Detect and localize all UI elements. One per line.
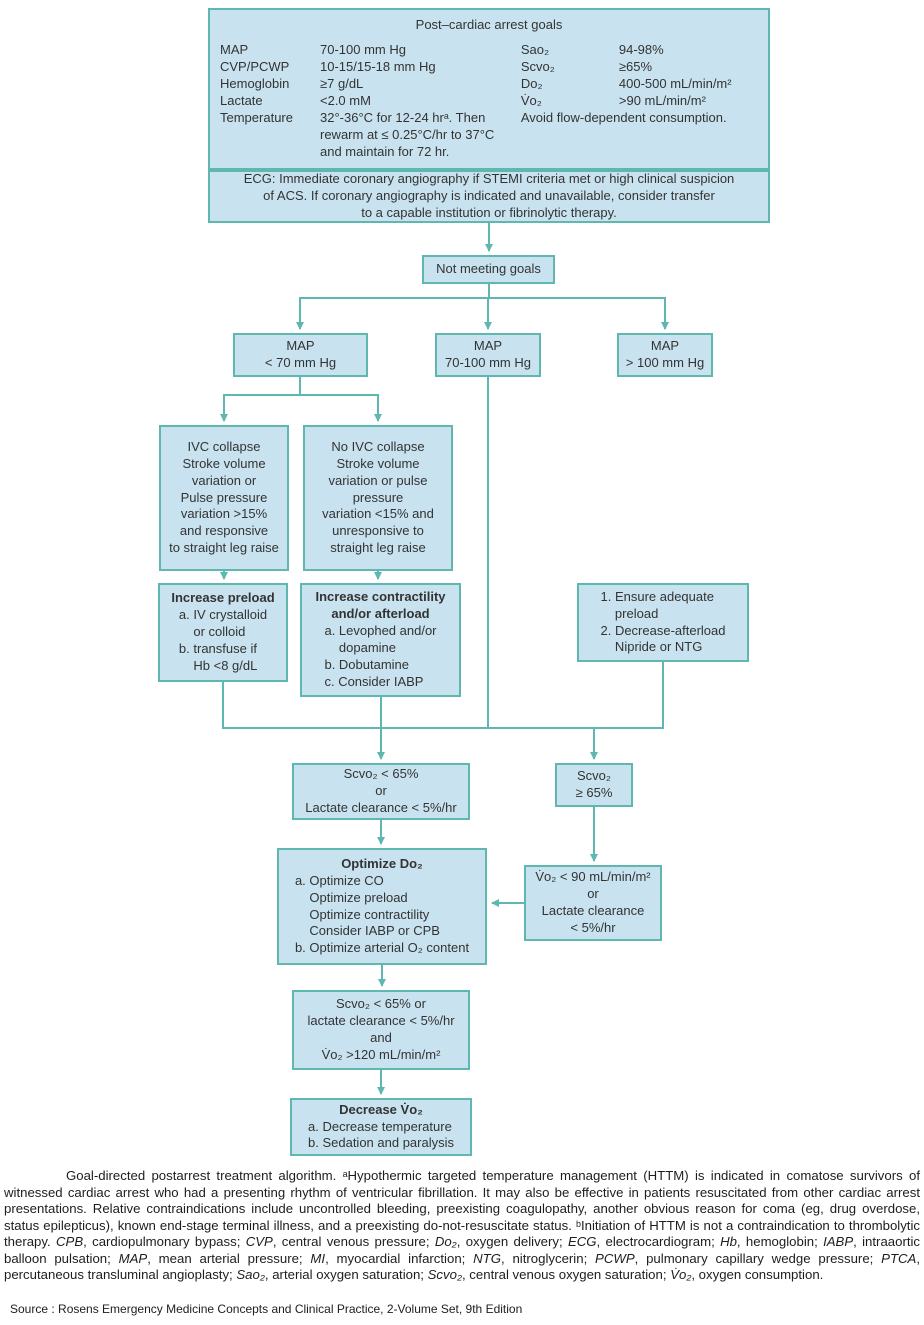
node-vo2-low: V̇o₂ < 90 mL/min/m² or Lactate clearance… [524,865,662,941]
node-scvo2-high-text: Scvo₂ ≥ 65% [575,768,613,800]
goal-value-scvo2: ≥65% [618,59,653,74]
node-scvo2-low: Scvo₂ < 65% or Lactate clearance < 5%/hr [292,763,470,820]
goal-row-cvp-pcwp: CVP/PCWP 10-15/15-18 mm Hg [220,58,521,75]
node-map-mid: MAP 70-100 mm Hg [435,333,541,377]
figure-caption: Goal-directed postarrest treatment algor… [4,1168,921,1282]
node-map-high: MAP > 100 mm Hg [617,333,713,377]
goals-left-column: MAP 70-100 mm Hg CVP/PCWP 10-15/15-18 mm… [220,41,521,160]
goal-label-lactate: Lactate [220,93,263,108]
node-map-mid-text: MAP 70-100 mm Hg [445,338,531,370]
goals-box: Post–cardiac arrest goals MAP 70-100 mm … [208,8,770,170]
goal-label-hemoglobin: Hemoglobin [220,76,290,91]
node-recheck-text: Scvo₂ < 65% or lactate clearance < 5%/hr… [307,996,455,1062]
node-not-meeting-goals-text: Not meeting goals [436,261,541,277]
node-map-high-text: MAP > 100 mm Hg [625,338,705,370]
node-decrease-vo2-title: Decrease V̇o₂ [339,1101,423,1117]
goal-label-cvp-pcwp: CVP/PCWP [220,59,290,74]
node-no-ivc-collapse-text: No IVC collapse Stroke volume variation … [322,438,434,556]
goal-value-cvp-pcwp: 10-15/15-18 mm Hg [320,59,436,74]
goal-label-do2: Do₂ [520,76,543,91]
goal-value-hemoglobin: ≥7 g/dL [320,76,364,91]
goal-value-vo2: >90 mL/min/m² [618,93,706,108]
node-increase-preload: Increase preload a. IV crystalloid or co… [158,583,288,682]
goal-label-scvo2: Scvo₂ [520,59,555,74]
node-optimize-do2-body: a. Optimize CO Optimize preload Optimize… [294,872,470,956]
goals-columns: MAP 70-100 mm Hg CVP/PCWP 10-15/15-18 mm… [220,41,758,160]
node-recheck: Scvo₂ < 65% or lactate clearance < 5%/hr… [292,990,470,1070]
source-line: Source : Rosens Emergency Medicine Conce… [10,1302,523,1316]
node-decrease-vo2-body: a. Decrease temperature b. Sedation and … [308,1118,454,1151]
node-no-ivc-collapse: No IVC collapse Stroke volume variation … [303,425,453,571]
node-increase-preload-title: Increase preload [171,590,275,606]
goal-row-hemoglobin: Hemoglobin ≥7 g/dL [220,75,521,92]
node-scvo2-low-text: Scvo₂ < 65% or Lactate clearance < 5%/hr [305,766,457,815]
goal-row-sao2: Sao₂ 94-98% [521,41,758,58]
node-map-low-text: MAP < 70 mm Hg [264,338,337,370]
goal-row-map: MAP 70-100 mm Hg [220,41,521,58]
node-ivc-collapse: IVC collapse Stroke volume variation or … [159,425,289,571]
goal-row-scvo2: Scvo₂ ≥65% [521,58,758,75]
goal-row-vo2: V̇o₂ >90 mL/min/m² [521,92,758,109]
node-scvo2-high: Scvo₂ ≥ 65% [555,763,633,807]
goals-title: Post–cardiac arrest goals [415,17,563,32]
goal-label-temperature: Temperature [220,110,293,125]
node-map-high-action: 1. Ensure adequate preload 2. Decrease-a… [577,583,749,662]
goal-label-sao2: Sao₂ [520,42,550,57]
goal-label-map: MAP [220,42,249,57]
node-vo2-low-text: V̇o₂ < 90 mL/min/m² or Lactate clearance… [535,869,651,935]
node-ivc-collapse-text: IVC collapse Stroke volume variation or … [169,438,279,556]
node-optimize-do2-title: Optimize Do₂ [341,855,423,871]
goal-value-sao2: 94-98% [618,42,664,57]
goal-value-map: 70-100 mm Hg [320,42,406,57]
node-increase-contractility-title: Increase contractility and/or afterload [315,589,446,622]
ecg-box: ECG: Immediate coronary angiography if S… [208,170,770,223]
node-not-meeting-goals: Not meeting goals [422,255,555,284]
node-increase-contractility: Increase contractility and/or afterload … [300,583,461,697]
goal-row-do2: Do₂ 400-500 mL/min/m² [521,75,758,92]
node-increase-preload-body: a. IV crystalloid or colloid b. transfus… [178,607,268,673]
goal-row-lactate: Lactate <2.0 mM [220,92,521,109]
node-map-low: MAP < 70 mm Hg [233,333,368,377]
goal-row-temperature: Temperature 32°-36°C for 12-24 hrᵃ. Then… [220,109,521,160]
goal-value-temperature: 32°-36°C for 12-24 hrᵃ. Then rewarm at ≤… [320,110,495,159]
node-increase-contractility-body: a. Levophed and/or dopamine b. Dobutamin… [324,623,437,689]
node-decrease-vo2: Decrease V̇o₂ a. Decrease temperature b.… [290,1098,472,1156]
goal-label-vo2: V̇o₂ [520,93,542,108]
node-optimize-do2: Optimize Do₂ a. Optimize CO Optimize pre… [277,848,487,965]
goal-value-do2: 400-500 mL/min/m² [618,76,732,91]
goals-right-column: Sao₂ 94-98% Scvo₂ ≥65% Do₂ 400-500 mL/mi… [521,41,758,160]
goal-note-flow-dependent: Avoid flow-dependent consumption. [520,110,727,125]
ecg-text: ECG: Immediate coronary angiography if S… [243,171,735,220]
node-map-high-action-text: 1. Ensure adequate preload 2. Decrease-a… [600,588,726,655]
goal-value-lactate: <2.0 mM [320,93,371,108]
